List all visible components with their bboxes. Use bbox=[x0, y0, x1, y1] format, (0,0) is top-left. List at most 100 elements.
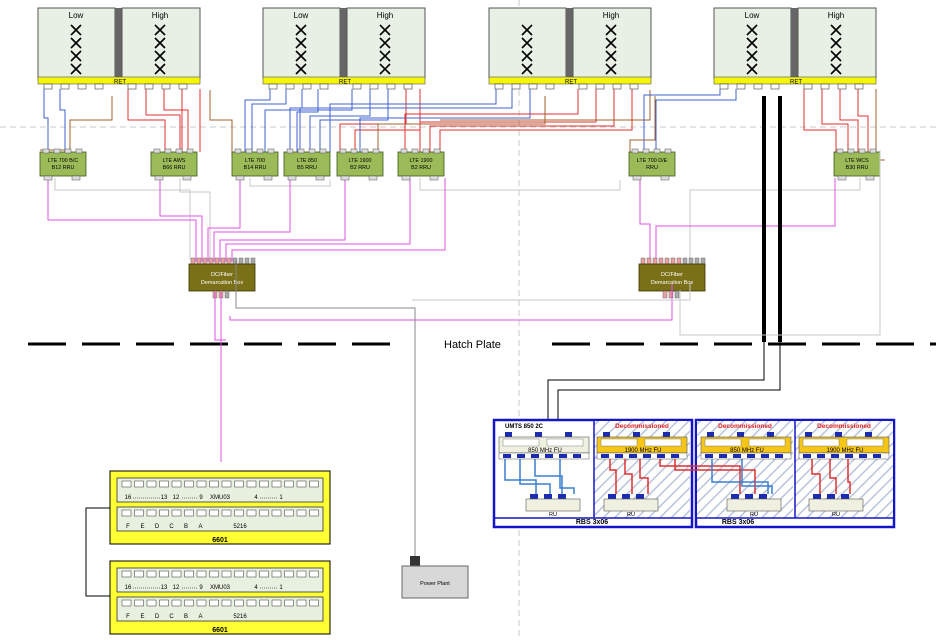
fu-label: 1900 MHz FU bbox=[826, 448, 863, 454]
xmu-port bbox=[284, 480, 294, 488]
ret-label: RET bbox=[114, 80, 126, 86]
rru-port bbox=[263, 175, 273, 181]
ru-connector bbox=[608, 494, 616, 499]
fu-port bbox=[671, 454, 679, 458]
antenna-port bbox=[178, 83, 188, 90]
rru-port bbox=[319, 148, 327, 154]
fu-port bbox=[831, 454, 839, 458]
antenna-divider bbox=[340, 8, 347, 78]
x-mark-icon bbox=[605, 50, 617, 62]
fu-port bbox=[573, 454, 581, 458]
xmu-port bbox=[196, 480, 207, 488]
antenna-port bbox=[77, 83, 87, 90]
rbs-jumper bbox=[659, 459, 741, 494]
xmu-port bbox=[196, 570, 207, 578]
ru-unit bbox=[603, 498, 659, 512]
rru-label: B2 RRU bbox=[411, 165, 431, 171]
jumper bbox=[159, 178, 203, 262]
du-letter: F bbox=[126, 524, 130, 530]
rru-box bbox=[39, 151, 87, 177]
xmu-port bbox=[221, 480, 232, 488]
rbs-label: RBS 3x06 bbox=[722, 519, 754, 526]
xmu-port bbox=[209, 480, 219, 488]
x-mark-icon bbox=[521, 63, 533, 75]
power-plant: Power Plant bbox=[401, 556, 469, 599]
fu-slot bbox=[502, 438, 540, 447]
demarc-label: DC/Fiber bbox=[211, 272, 233, 278]
jumper bbox=[225, 178, 411, 262]
du-letter: D bbox=[155, 614, 160, 620]
jumper bbox=[127, 89, 166, 152]
jumper bbox=[209, 90, 233, 156]
rru-port bbox=[422, 148, 430, 154]
du-port bbox=[171, 509, 182, 517]
du-port bbox=[171, 599, 182, 607]
x-mark-icon bbox=[605, 63, 617, 75]
fu-slot bbox=[546, 438, 584, 447]
fu-bottom bbox=[700, 452, 792, 460]
du-port bbox=[221, 509, 232, 517]
jumper bbox=[219, 178, 346, 262]
cabinet-label: 6601 bbox=[212, 537, 228, 544]
jumper bbox=[289, 89, 303, 152]
cabinet-label: 6601 bbox=[212, 627, 228, 634]
jumper bbox=[839, 89, 859, 152]
rru-port bbox=[256, 148, 264, 154]
rru-port bbox=[429, 175, 439, 181]
trunk-cables bbox=[214, 96, 881, 565]
fu-port bbox=[531, 454, 539, 458]
ru-label: RU bbox=[832, 512, 840, 518]
rru-port bbox=[847, 148, 855, 154]
ru-unit bbox=[808, 498, 864, 512]
x-mark-icon bbox=[605, 24, 617, 36]
rru-port bbox=[267, 148, 275, 154]
fu-port bbox=[629, 454, 637, 458]
antenna-port bbox=[127, 83, 137, 90]
rbs-jumper bbox=[639, 459, 649, 494]
rru-port bbox=[837, 175, 847, 181]
xmu-port bbox=[246, 570, 257, 578]
ru-connector bbox=[841, 494, 849, 499]
fu-port bbox=[803, 454, 811, 458]
antenna-divider bbox=[566, 8, 573, 78]
jumper bbox=[440, 90, 651, 121]
antenna-port bbox=[268, 83, 278, 90]
jumper bbox=[54, 178, 191, 260]
jumper-cables bbox=[40, 89, 885, 262]
jumper bbox=[359, 89, 531, 152]
x-mark-icon bbox=[379, 24, 391, 36]
fu-label: 1900 MHz FU bbox=[624, 448, 661, 454]
x-mark-icon bbox=[746, 63, 758, 75]
du-letter: A bbox=[198, 524, 202, 530]
ret-label: RET bbox=[565, 80, 577, 86]
rru-port bbox=[297, 148, 305, 154]
x-mark-icon bbox=[746, 37, 758, 49]
xmu-port bbox=[159, 570, 169, 578]
rru-label: B66 RRU bbox=[163, 165, 186, 171]
rbs-jumper bbox=[624, 459, 633, 494]
rru-port bbox=[71, 175, 81, 181]
du-port bbox=[134, 509, 144, 517]
jumper bbox=[655, 178, 836, 262]
du-port bbox=[271, 599, 282, 607]
jumper bbox=[629, 96, 656, 160]
xmu-port bbox=[234, 480, 244, 488]
jumper bbox=[244, 89, 271, 152]
rbs-jumper bbox=[711, 459, 769, 494]
fu-port bbox=[775, 454, 783, 458]
xmu-port bbox=[246, 480, 257, 488]
xmu-port bbox=[296, 570, 307, 578]
jumper bbox=[207, 178, 241, 262]
fu-slot bbox=[846, 438, 884, 447]
x-mark-icon bbox=[830, 37, 842, 49]
antenna-low-label: Low bbox=[745, 11, 760, 20]
jumper bbox=[639, 178, 651, 262]
xmu-label: 12 bbox=[173, 495, 180, 501]
antenna-port bbox=[545, 83, 555, 90]
